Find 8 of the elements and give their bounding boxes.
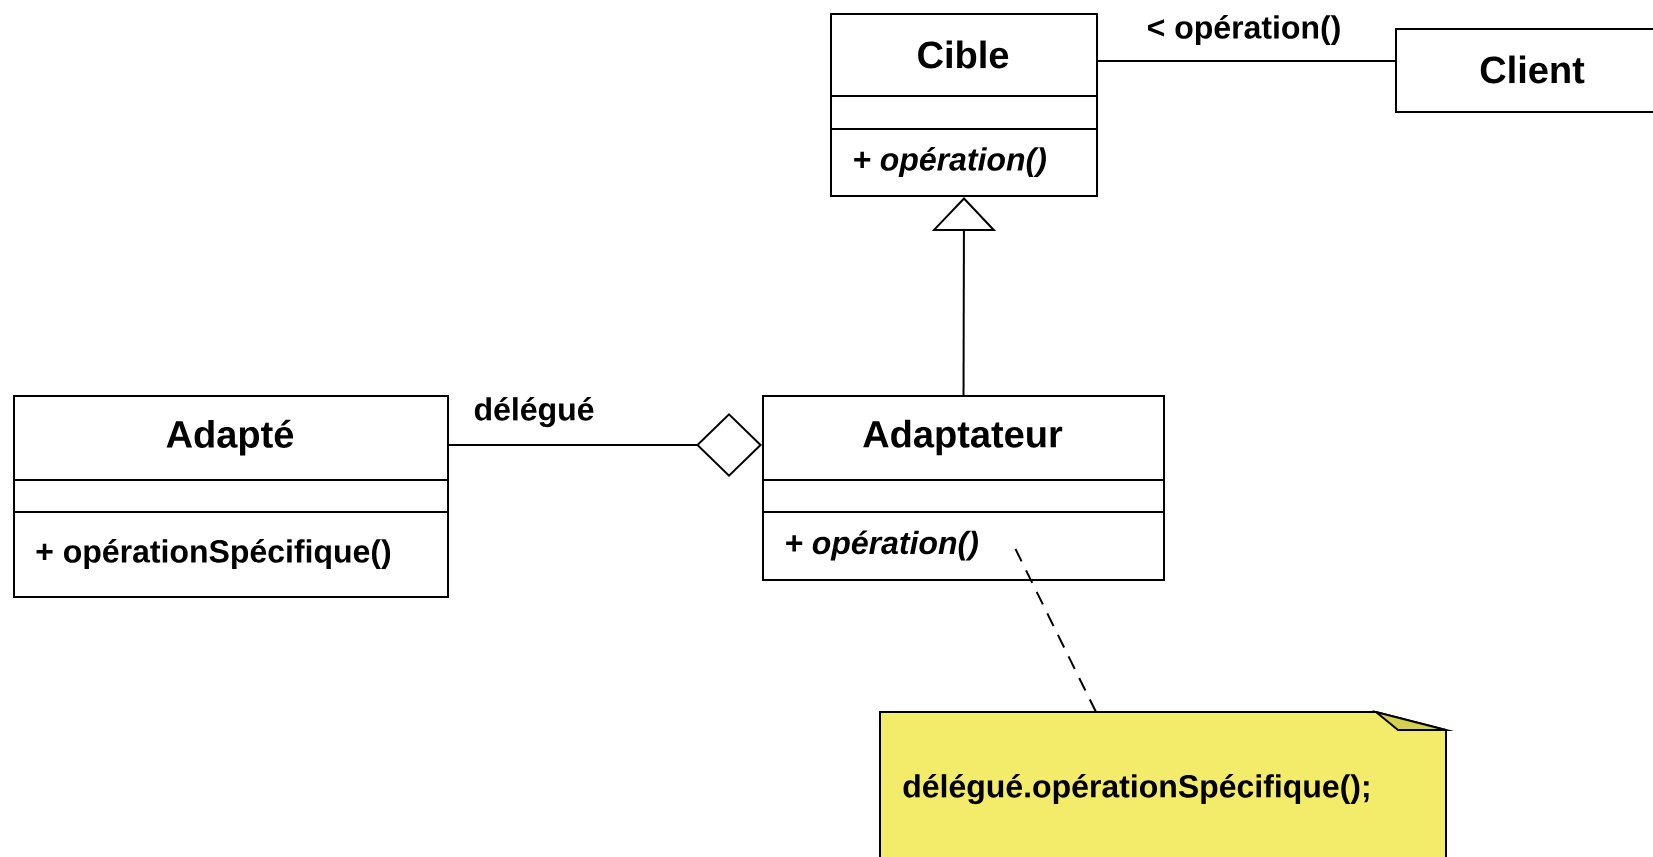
class-box: Adapté + opérationSpécifique() <box>12 395 449 598</box>
connector-line <box>448 413 762 477</box>
class-box: Cible + opération() <box>829 13 1098 197</box>
edge-label: < opération() <box>1144 12 1344 48</box>
class-box: Adaptateur + opération() <box>761 395 1165 581</box>
class-box: Client <box>1395 28 1653 113</box>
edge-label: délégué <box>471 394 597 430</box>
connector-line <box>1097 60 1396 62</box>
